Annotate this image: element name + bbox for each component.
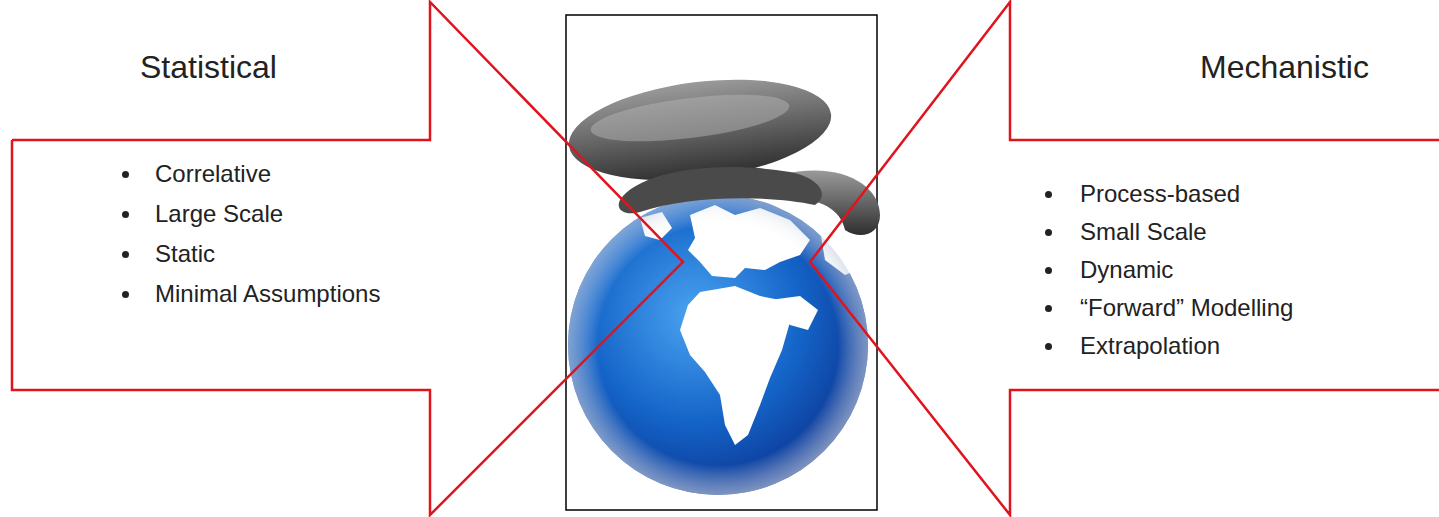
arrow-shape: MechanisticProcess-basedSmall ScaleDynam… — [810, 0, 1439, 517]
bullet-item: Correlative — [155, 160, 271, 189]
bullet-dot — [122, 251, 129, 258]
bullet-dot — [1045, 191, 1052, 198]
bullet-item: Large Scale — [155, 200, 283, 229]
bullet-dot — [122, 291, 129, 298]
section-heading: Statistical — [140, 48, 277, 86]
bullet-dot — [1045, 229, 1052, 236]
bullet-dot — [1045, 267, 1052, 274]
bullet-dot — [1045, 305, 1052, 312]
bullet-item: Minimal Assumptions — [155, 280, 380, 309]
bullet-item: Static — [155, 240, 215, 269]
bacterium — [563, 66, 880, 235]
bullet-item: Dynamic — [1080, 256, 1173, 285]
bullet-dot — [122, 171, 129, 178]
arrow-shape: StatisticalCorrelativeLarge ScaleStaticM… — [10, 0, 683, 517]
section-heading: Mechanistic — [1200, 48, 1369, 86]
bullet-item: Small Scale — [1080, 218, 1207, 247]
bullet-dot — [122, 211, 129, 218]
bullet-item: Extrapolation — [1080, 332, 1220, 361]
arrow-outline — [10, 0, 683, 517]
globe — [568, 195, 868, 495]
bullet-item: Process-based — [1080, 180, 1240, 209]
bullet-item: “Forward” Modelling — [1080, 294, 1293, 323]
bullet-dot — [1045, 343, 1052, 350]
